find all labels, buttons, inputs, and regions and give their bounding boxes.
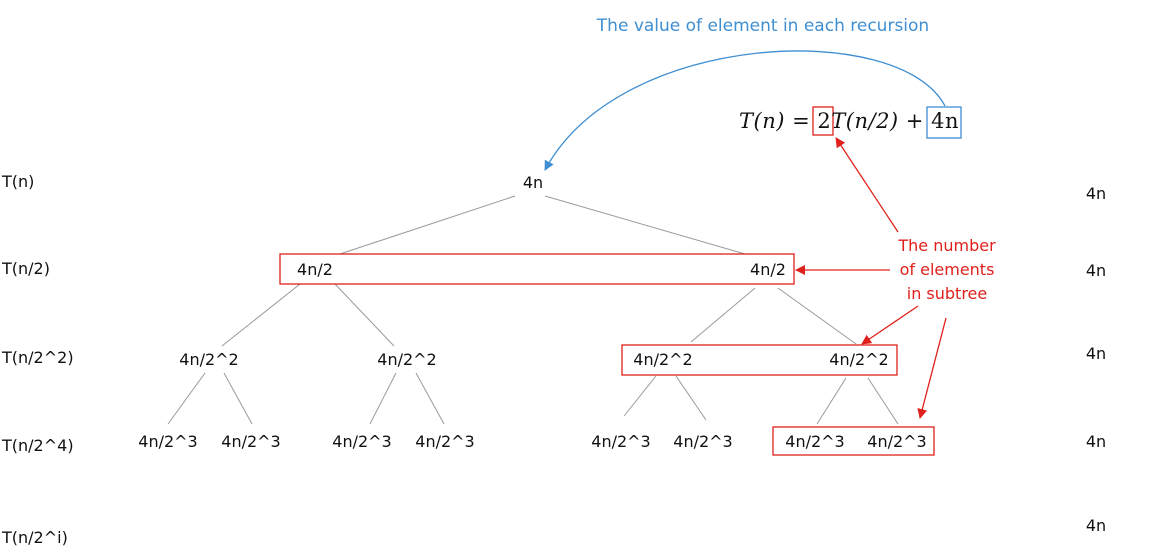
edge-d2b-r [415,372,445,425]
coef-highlight-box [812,106,834,136]
tree-node-root: 4n [522,173,544,192]
tree-edges [167,195,899,425]
edge-d1a-l [221,283,301,347]
level-cost-4: 4n [1085,516,1107,535]
edge-d1a-r [334,283,395,347]
tree-node-d3-4: 4n/2^3 [591,432,651,451]
formula-coefficient: 2 [817,109,832,133]
edge-d2a-l [167,372,206,425]
edge-d2a-r [223,372,253,425]
formula-subproblem: T(n/2) + [831,109,924,133]
subtree-annotation: The number of elements in subtree [898,234,995,306]
tree-node-d3-2: 4n/2^3 [332,432,392,451]
tree-node-d2-2: 4n/2^2 [633,350,693,369]
annotation-line-3: in subtree [906,284,988,303]
level-cost-3: 4n [1085,432,1107,451]
level-label-i: T(n/2^i) [2,528,68,547]
edge-d2b-l [369,372,397,425]
level-cost-0: 4n [1085,184,1107,203]
tree-node-d3-1: 4n/2^3 [221,432,281,451]
edge-d1b-l [690,287,756,343]
level-label-1: T(n/2) [2,259,50,278]
tree-node-d3-0: 4n/2^3 [138,432,198,451]
edge-d2d-l [816,377,847,425]
formula-cost: 4n [931,109,959,133]
cost-highlight-box [926,106,962,139]
edge-d2c-l [623,375,657,417]
annotation-line-1: The number [898,236,996,255]
level-cost-2: 4n [1085,344,1107,363]
annotation-line-2: of elements [899,260,995,279]
depth2-highlight-box [621,344,898,376]
tree-node-d2-1: 4n/2^2 [377,350,437,369]
edge-d2d-r [867,377,899,425]
edge-d1b-r [777,287,857,345]
recurrence-formula: T(n) = 2T(n/2) + 4n [739,108,959,134]
edge-root-right [544,195,746,255]
blue-curved-arrow [544,50,946,171]
edge-root-left [339,195,516,255]
tree-node-d2-0: 4n/2^2 [179,350,239,369]
level-label-2: T(n/2^2) [2,348,74,367]
depth3-highlight-box [772,426,935,456]
red-arrow-to-depth3 [917,317,947,419]
tree-node-d1-0: 4n/2 [297,260,333,279]
red-arrow-to-coef [835,137,899,233]
level-cost-1: 4n [1085,261,1107,280]
level-label-3: T(n/2^4) [2,436,74,455]
edge-d2c-r [675,375,707,421]
level-label-0: T(n) [2,172,35,191]
tree-node-d3-3: 4n/2^3 [415,432,475,451]
tree-node-d3-5: 4n/2^3 [673,432,733,451]
depth1-highlight-box [279,253,795,285]
red-arrow-to-depth2 [861,305,919,345]
recursion-caption: The value of element in each recursion [596,16,930,36]
formula-lhs: T(n) = [739,109,811,133]
tree-node-d3-6: 4n/2^3 [785,432,845,451]
tree-node-d1-1: 4n/2 [750,260,786,279]
tree-node-d2-3: 4n/2^2 [829,350,889,369]
tree-node-d3-7: 4n/2^3 [867,432,927,451]
